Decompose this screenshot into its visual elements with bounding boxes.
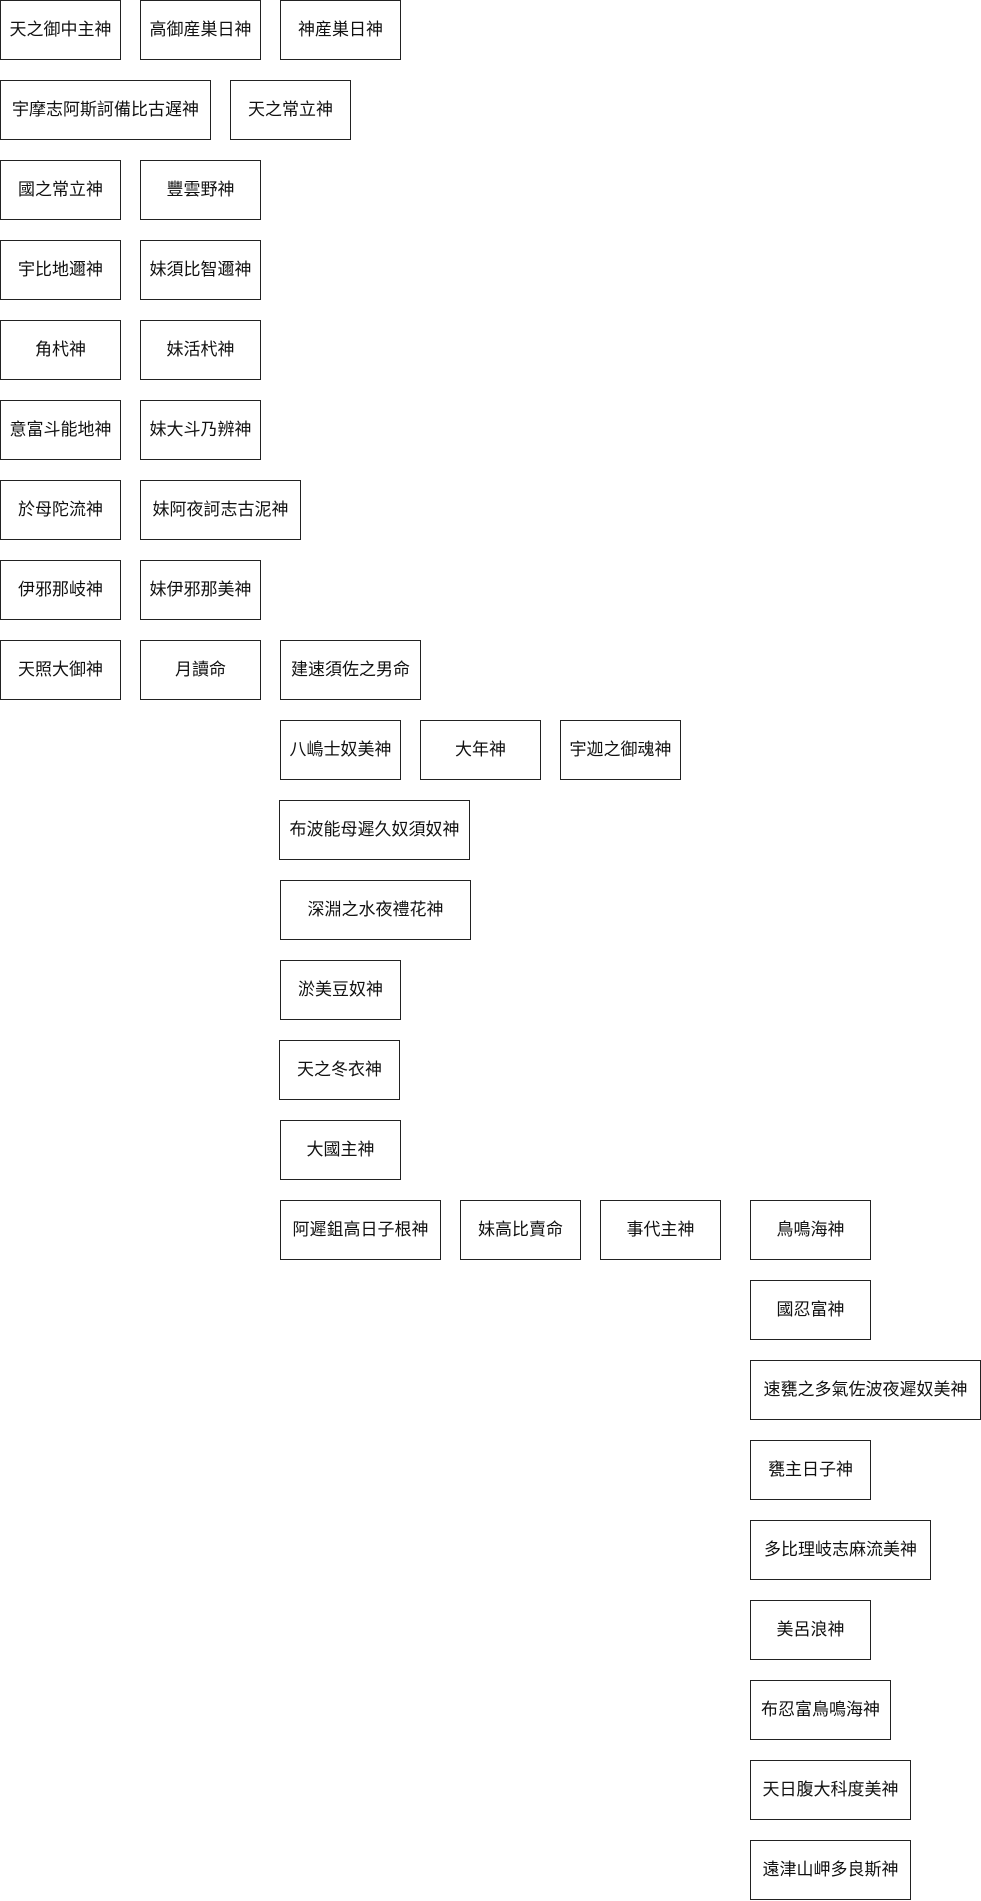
deity-node-n24: 布波能母遲久奴須奴神 [279,800,470,860]
deity-node-n18: 天照大御神 [0,640,121,700]
deity-node-n32: 鳥鳴海神 [750,1200,871,1260]
deity-node-n27: 天之冬衣神 [279,1040,400,1100]
deity-node-n28: 大國主神 [280,1120,401,1180]
deity-node-n22: 大年神 [420,720,541,780]
deity-node-n09: 妹須比智邇神 [140,240,261,300]
deity-node-n17: 妹伊邪那美神 [140,560,261,620]
deity-node-n01: 天之御中主神 [0,0,121,60]
deity-node-n34: 速甕之多氣佐波夜遲奴美神 [750,1360,981,1420]
deity-node-n20: 建速須佐之男命 [280,640,421,700]
deity-node-n19: 月讀命 [140,640,261,700]
deity-node-n31: 事代主神 [600,1200,721,1260]
deity-node-n15: 妹阿夜訶志古泥神 [140,480,301,540]
deity-node-n05: 天之常立神 [230,80,351,140]
deity-node-n14: 於母陀流神 [0,480,121,540]
deity-node-n40: 遠津山岬多良斯神 [750,1840,911,1900]
deity-node-n33: 國忍富神 [750,1280,871,1340]
deity-node-n04: 宇摩志阿斯訶備比古遅神 [0,80,211,140]
deity-node-n02: 高御産巣日神 [140,0,261,60]
deity-node-n26: 淤美豆奴神 [280,960,401,1020]
deity-node-n07: 豐雲野神 [140,160,261,220]
deity-node-n06: 國之常立神 [0,160,121,220]
deity-node-n25: 深淵之水夜禮花神 [280,880,471,940]
deity-node-n12: 意富斗能地神 [0,400,121,460]
deity-node-n37: 美呂浪神 [750,1600,871,1660]
deity-node-n21: 八嶋士奴美神 [280,720,401,780]
deity-node-n11: 妹活杙神 [140,320,261,380]
deity-node-n10: 角杙神 [0,320,121,380]
deity-node-n38: 布忍富鳥鳴海神 [750,1680,891,1740]
deity-node-n23: 宇迦之御魂神 [560,720,681,780]
deity-node-n36: 多比理岐志麻流美神 [750,1520,931,1580]
deity-node-n16: 伊邪那岐神 [0,560,121,620]
deity-node-n03: 神産巣日神 [280,0,401,60]
deity-node-n35: 甕主日子神 [750,1440,871,1500]
deity-node-n30: 妹高比賣命 [460,1200,581,1260]
deity-node-n39: 天日腹大科度美神 [750,1760,911,1820]
deity-node-n13: 妹大斗乃辨神 [140,400,261,460]
deity-node-n08: 宇比地邇神 [0,240,121,300]
deity-node-n29: 阿遲鉏高日子根神 [280,1200,441,1260]
